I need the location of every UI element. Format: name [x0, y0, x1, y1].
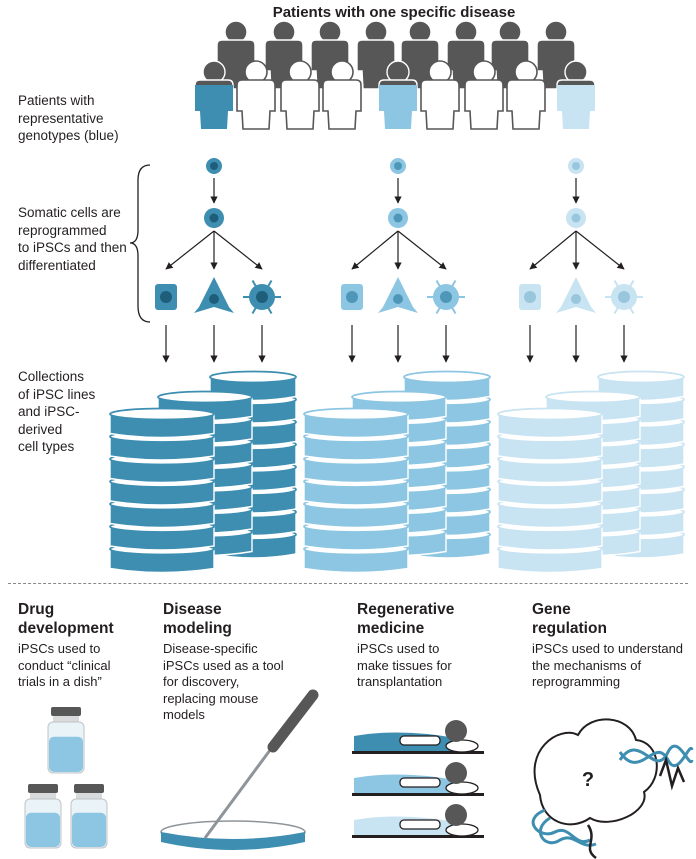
collections-label: Collections of iPSC lines and iPSC- deri… [18, 368, 95, 456]
question-mark: ? [582, 769, 594, 791]
dish-stack [497, 407, 603, 574]
petri-dish-icon [303, 480, 409, 506]
label-line: genotypes (blue) [18, 128, 119, 143]
representative-label: Patients with representative genotypes (… [18, 92, 119, 145]
petri-dish-icon [303, 503, 409, 529]
patient-in-bed-icon [352, 804, 484, 838]
vial-icon [24, 784, 62, 849]
pipette-dish-icon [160, 689, 319, 850]
cell-stages [155, 178, 643, 363]
vial-icon [70, 784, 108, 849]
representative-patient-icon [556, 60, 596, 176]
petri-dish-icon [109, 413, 215, 439]
petri-dish-icon [497, 413, 603, 439]
petri-dish-stacks [109, 370, 685, 574]
petri-dish-icon [303, 548, 409, 574]
label-line: and iPSC- [18, 404, 80, 419]
label-line: reprogrammed [18, 222, 107, 238]
petri-dish-icon [303, 458, 409, 484]
patient-in-bed-icon [352, 720, 484, 754]
label-line: differentiated [18, 257, 96, 273]
petri-dish-icon [303, 525, 409, 551]
petri-dish-icon [303, 413, 409, 439]
representative-patient-icon [378, 60, 418, 176]
label-line: Patients with [18, 93, 95, 108]
petri-dish-icon [497, 480, 603, 506]
petri-dish-icon [109, 480, 215, 506]
petri-dish-icon [109, 525, 215, 551]
petri-dish-icon [109, 503, 215, 529]
bracket [129, 164, 151, 323]
dish-stack [303, 407, 409, 574]
label-line: representative [18, 110, 104, 126]
petri-dish-icon [109, 458, 215, 484]
label-line: Somatic cells are [18, 205, 121, 220]
petri-dish-icon [497, 548, 603, 574]
petri-dish-icon [109, 435, 215, 461]
section-divider [8, 583, 688, 584]
petri-dish-icon [303, 435, 409, 461]
petri-dish-icon [497, 458, 603, 484]
label-line: of iPSC lines [18, 386, 96, 402]
reprogrammed-label: Somatic cells are reprogrammed to iPSCs … [18, 204, 127, 274]
label-line: derived [18, 421, 63, 437]
patient-in-bed-icon [352, 762, 484, 796]
vial-icon [47, 707, 85, 774]
label-line: to iPSCs and then [18, 240, 127, 255]
label-line: cell types [18, 439, 75, 454]
label-line: Collections [18, 369, 85, 384]
petri-dish-icon [109, 548, 215, 574]
patient-crowd [194, 20, 596, 176]
application-icons: ? [24, 689, 694, 859]
diagram-title: Patients with one specific disease [272, 4, 516, 21]
representative-patient-icon [194, 60, 234, 176]
petri-dish-icon [497, 525, 603, 551]
petri-dish-icon [497, 503, 603, 529]
petri-dish-icon [497, 435, 603, 461]
dish-stack [109, 407, 215, 574]
dna-chromatin-icon: ? [531, 718, 694, 859]
